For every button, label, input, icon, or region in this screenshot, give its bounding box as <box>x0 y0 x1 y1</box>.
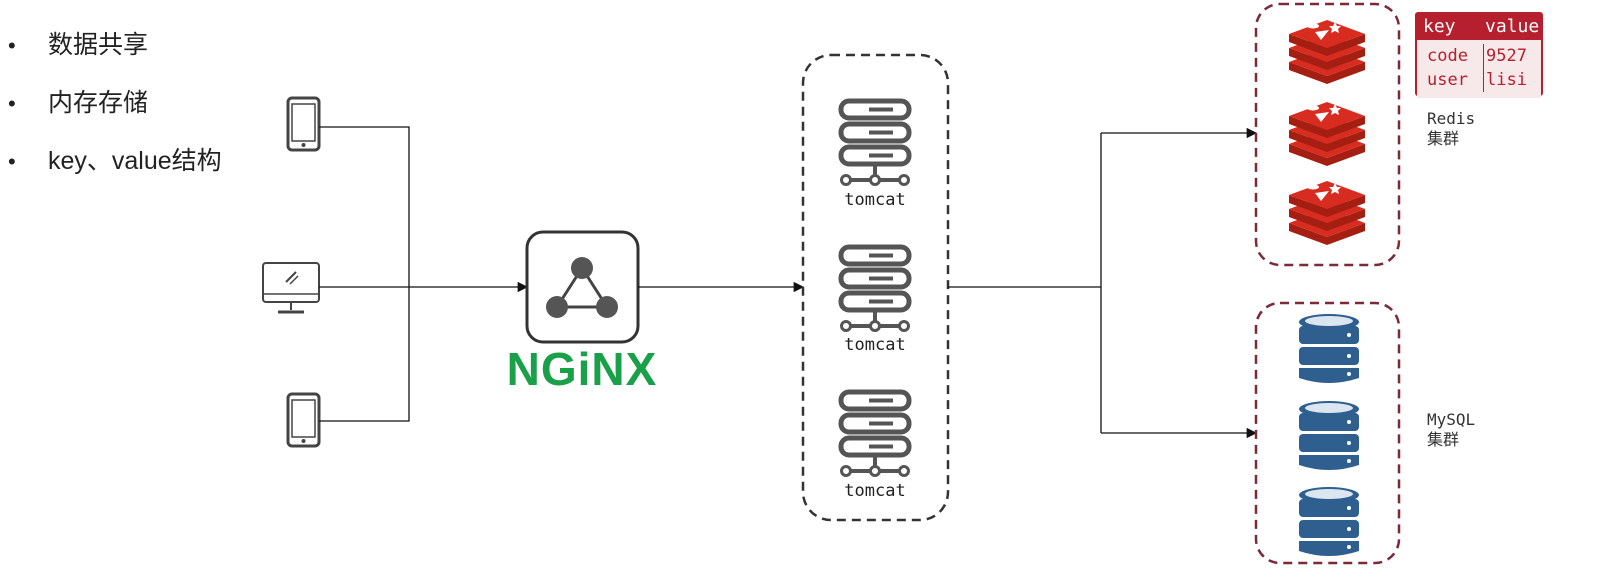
redis-cube-icon <box>1289 20 1365 84</box>
nginx-logo-text: NGiNX <box>507 343 658 395</box>
database-icon <box>1299 314 1359 383</box>
redis-cube-icon <box>1289 181 1365 245</box>
key-value-table: key value code 9527 user lisi <box>1415 12 1543 98</box>
client-connectors <box>319 126 529 422</box>
bullet-item: •key、value结构 <box>8 147 222 175</box>
mysql-cluster-border <box>1254 301 1401 565</box>
bullet-item: •数据共享 <box>8 31 149 59</box>
redis-cluster-border <box>1254 2 1401 267</box>
kv-table-row: code 9527 <box>1417 44 1541 68</box>
redis-cube-icon <box>1289 102 1365 166</box>
server-rack-icon <box>841 101 909 185</box>
server-rack-icon <box>841 247 909 331</box>
kv-table-header: key value <box>1417 14 1541 40</box>
tomcat-label: tomcat <box>844 335 906 355</box>
feature-bullet-list: •数据共享 •内存存储 •key、value结构 <box>8 28 222 202</box>
redis-cluster-label: Redis 集群 <box>1427 109 1476 148</box>
database-icon <box>1299 487 1359 556</box>
bullet-item: •内存存储 <box>8 89 149 117</box>
phone-icon <box>286 392 321 448</box>
database-icon <box>1299 401 1359 470</box>
tomcat-to-cluster-connectors <box>948 127 1258 439</box>
desktop-icon <box>262 262 320 314</box>
mysql-cluster-label: MySQL 集群 <box>1427 410 1476 449</box>
nginx-triangle-icon <box>525 230 640 344</box>
tomcat-label: tomcat <box>844 190 906 210</box>
server-rack-icon <box>841 392 909 476</box>
kv-table-row: user lisi <box>1417 68 1541 92</box>
phone-icon <box>286 96 321 152</box>
tomcat-label: tomcat <box>844 481 906 501</box>
